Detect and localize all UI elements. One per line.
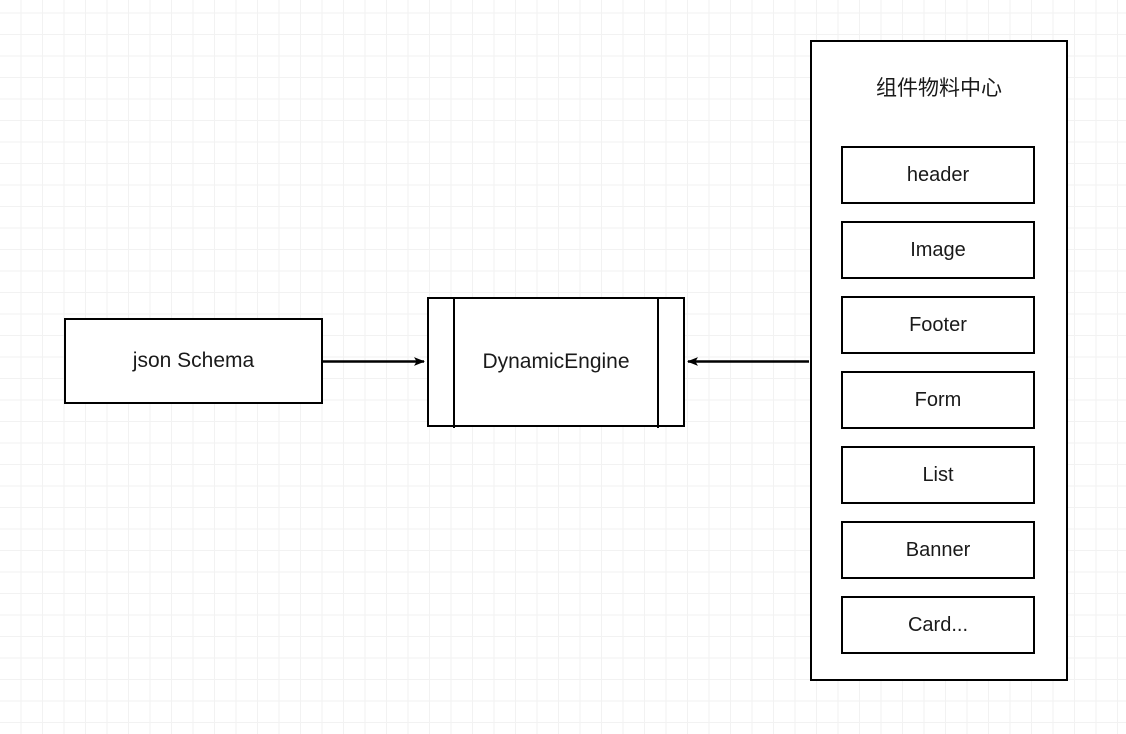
material-item-label: Form <box>914 388 962 411</box>
material-center-title: 组件物料中心 <box>876 77 1002 100</box>
material-item-label: Image <box>910 238 966 261</box>
process-shape-right-bar <box>657 296 659 428</box>
node-json-schema[interactable]: json Schema <box>64 318 323 404</box>
material-item[interactable]: Card... <box>841 596 1035 654</box>
node-dynamic-engine-label: DynamicEngine <box>482 350 630 373</box>
material-item-label: Card... <box>907 613 969 636</box>
node-material-center-panel[interactable]: 组件物料中心 header Image Footer Form List Ban… <box>810 40 1068 681</box>
material-item[interactable]: Banner <box>841 521 1035 579</box>
material-item-label: Banner <box>905 538 971 561</box>
node-json-schema-label: json Schema <box>132 349 255 372</box>
material-item-label: List <box>922 463 954 486</box>
material-item[interactable]: header <box>841 146 1035 204</box>
material-item-label: header <box>906 163 970 186</box>
material-item-list: header Image Footer Form List Banner Car… <box>841 146 1035 654</box>
material-item-label: Footer <box>909 313 967 336</box>
material-item[interactable]: Footer <box>841 296 1035 354</box>
material-item[interactable]: List <box>841 446 1035 504</box>
material-item[interactable]: Image <box>841 221 1035 279</box>
material-item[interactable]: Form <box>841 371 1035 429</box>
node-dynamic-engine[interactable]: DynamicEngine <box>427 296 685 428</box>
process-shape-left-bar <box>453 296 455 428</box>
